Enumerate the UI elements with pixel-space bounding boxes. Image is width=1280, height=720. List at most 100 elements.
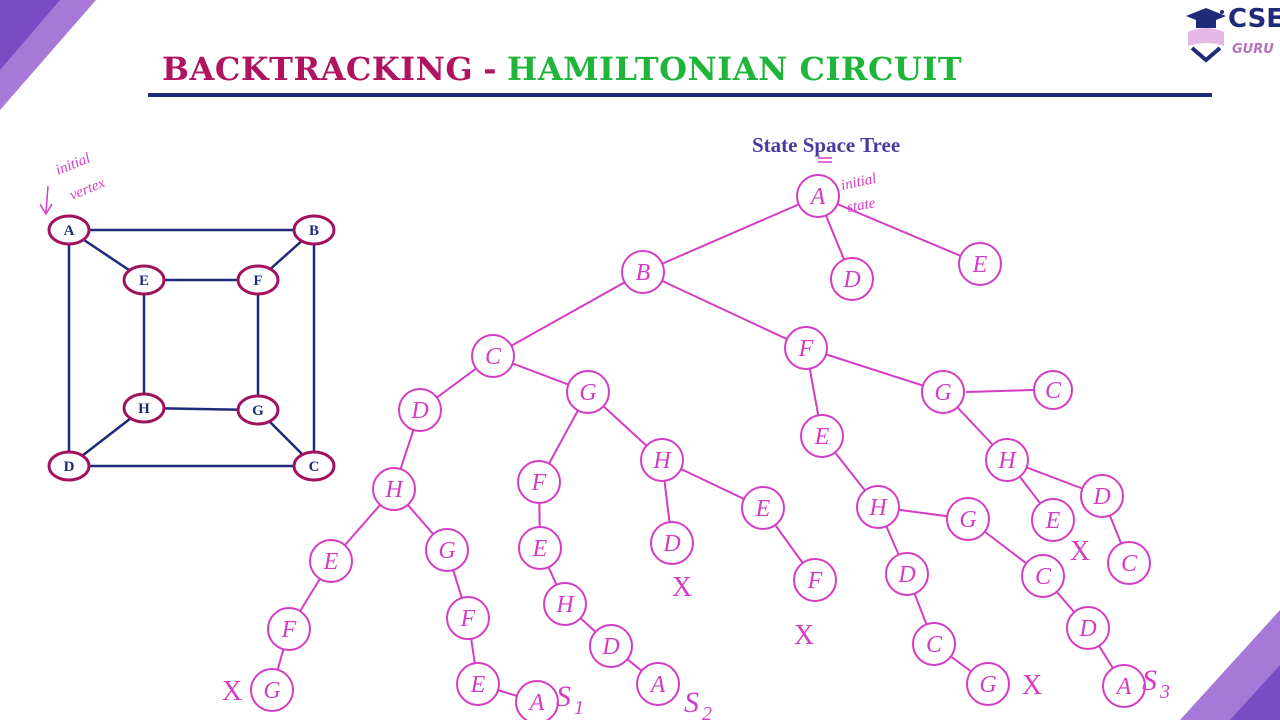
tree-node-n23: D bbox=[650, 521, 694, 565]
tree-node-label: G bbox=[979, 672, 996, 698]
tree-node-label: D bbox=[1078, 616, 1096, 642]
tree-node-label: H bbox=[384, 477, 404, 503]
graph-vertex-label: A bbox=[64, 223, 75, 239]
tree-node-n8: G bbox=[566, 370, 610, 414]
title-underline bbox=[148, 93, 1212, 97]
tree-node-label: G bbox=[959, 507, 976, 533]
tree-node-n14: F bbox=[446, 596, 490, 640]
tree-node-n12: G bbox=[425, 528, 469, 572]
tree-node-n16: F bbox=[517, 460, 561, 504]
state-space-tree-title: State Space Tree bbox=[752, 133, 901, 157]
tree-node-label: A bbox=[1115, 674, 1132, 700]
tree-node-label: C bbox=[1035, 564, 1052, 590]
annotation-initial-state-1: initial bbox=[840, 171, 878, 194]
graph-vertex-e: E bbox=[122, 264, 166, 296]
solution-letter: S bbox=[684, 686, 699, 719]
graph-vertex-h: H bbox=[122, 392, 166, 424]
tree-node-n35: A bbox=[1102, 664, 1146, 708]
tree-edge-n1-n2 bbox=[642, 195, 819, 273]
annotation-vertex: vertex bbox=[68, 175, 108, 204]
tree-node-label: C bbox=[1121, 551, 1138, 577]
tree-node-n29: C bbox=[912, 622, 956, 666]
tree-node-label: C bbox=[926, 632, 943, 658]
tree-node-n30: G bbox=[966, 662, 1010, 706]
dead-end-mark: X bbox=[1022, 670, 1042, 701]
slide-title: BACKTRACKING-HAMILTONIAN CIRCUIT bbox=[162, 50, 962, 88]
tree-node-label: H bbox=[997, 448, 1017, 474]
graph-vertex-label: D bbox=[64, 459, 75, 475]
tree-node-n31: G bbox=[921, 370, 965, 414]
tree-node-c-extra: C bbox=[1033, 370, 1073, 410]
tree-node-n2: B bbox=[621, 250, 665, 294]
tree-node-label: F bbox=[281, 617, 297, 643]
dead-end-mark: X bbox=[1070, 536, 1090, 567]
graph-edges bbox=[67, 228, 316, 468]
tree-node-n17: H bbox=[640, 438, 684, 482]
tree-node-n11: F bbox=[267, 607, 311, 651]
tree-node-n15: E bbox=[456, 662, 500, 706]
tree-node-label: E bbox=[1045, 508, 1061, 534]
tree-node-n5: C bbox=[471, 334, 515, 378]
tree-node-n38: D bbox=[1080, 474, 1124, 518]
tree-node-n6: F bbox=[784, 326, 828, 370]
tree-node-n27: H bbox=[856, 485, 900, 529]
dead-end-mark: X bbox=[222, 676, 242, 707]
annotation-initial-state-2: state bbox=[846, 195, 877, 216]
solution-index: 2 bbox=[702, 703, 712, 720]
tree-node-n21: D bbox=[589, 624, 633, 668]
title-backtracking: BACKTRACKING bbox=[162, 50, 474, 88]
graph-vertex-d: D bbox=[47, 450, 91, 482]
tree-node-n22: A bbox=[636, 662, 680, 706]
solution-letter: S bbox=[556, 680, 571, 713]
graph-vertex-label: C bbox=[309, 459, 320, 475]
tree-node-label: F bbox=[460, 606, 476, 632]
tree-node-label: E bbox=[814, 424, 830, 450]
initial-vertex-annotation bbox=[39, 185, 53, 216]
tree-node-label: D bbox=[897, 562, 915, 588]
tree-node-label: A bbox=[528, 690, 545, 716]
graph-vertex-b: B bbox=[292, 214, 336, 246]
tree-node-label: H bbox=[555, 592, 575, 618]
tree-node-label: E bbox=[532, 536, 548, 562]
tree-node-label: H bbox=[868, 495, 888, 521]
tree-node-n19: E bbox=[518, 526, 562, 570]
tree-node-n26: E bbox=[800, 414, 844, 458]
tree-node-n25: F bbox=[793, 558, 837, 602]
cse-guru-logo bbox=[1186, 8, 1226, 63]
corner-decoration-bottom-right bbox=[1180, 610, 1280, 720]
tree-node-label: G bbox=[263, 678, 280, 704]
tree-node-n32: G bbox=[946, 497, 990, 541]
tree-node-n18: A bbox=[515, 680, 559, 720]
tree-node-label: D bbox=[601, 634, 619, 660]
graph-vertex-label: G bbox=[252, 403, 264, 419]
corner-decoration-top-left bbox=[0, 0, 96, 110]
graph-vertex-label: F bbox=[253, 273, 262, 289]
tree-node-label: A bbox=[809, 184, 826, 210]
tree-node-label: G bbox=[579, 380, 596, 406]
tree-node-label: F bbox=[531, 470, 547, 496]
tree-node-n37: E bbox=[1031, 498, 1075, 542]
solution-letter: S bbox=[1142, 664, 1157, 697]
tree-node-n20: H bbox=[543, 582, 587, 626]
tree-edge-n2-n6 bbox=[642, 271, 807, 349]
tree-node-n7: D bbox=[398, 388, 442, 432]
graph-vertex-label: E bbox=[139, 273, 149, 289]
tree-node-label: E bbox=[323, 549, 339, 575]
tree-node-label: D bbox=[1092, 484, 1110, 510]
tree-node-n28: D bbox=[885, 552, 929, 596]
tree-node-label: E bbox=[755, 496, 771, 522]
tree-node-label: H bbox=[652, 448, 672, 474]
tree-node-label: F bbox=[807, 568, 823, 594]
graph-vertices: A B C D E F G H bbox=[47, 214, 336, 482]
logo-text-guru: GURU bbox=[1232, 42, 1274, 57]
tree-node-label: D bbox=[410, 398, 428, 424]
graph-vertex-g: G bbox=[236, 394, 280, 426]
tree-node-n13: G bbox=[250, 668, 294, 712]
tree-node-label: E bbox=[470, 672, 486, 698]
